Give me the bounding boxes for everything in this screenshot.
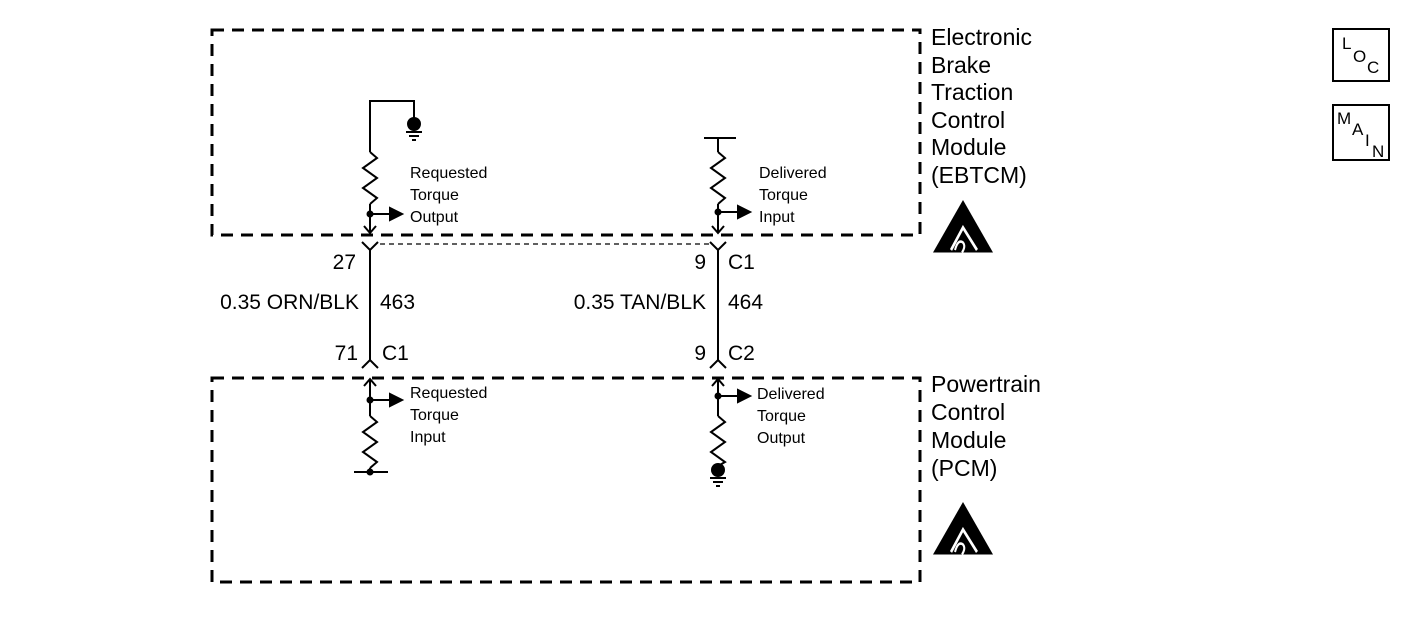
ground-icon [406,117,422,141]
ebtcm-delivered-torque-input-circuit [704,137,753,235]
main-letter-i: I [1365,131,1370,150]
wire-464-color-label: 0.35 TAN/BLK [574,291,706,314]
ground-icon [710,463,726,487]
main-letter-m: M [1337,109,1352,128]
loc-letter-l: L [1342,34,1352,53]
wire-464-bottom-pin: 9 [694,342,706,365]
esd-warning-icon [931,500,995,557]
wire-463-top-pin: 27 [333,251,356,274]
resistor-icon [709,151,727,205]
pcm-delivered-torque-output-circuit [709,377,753,467]
resistor-icon [361,151,379,205]
pcm-requested-torque-input-circuit [354,377,405,473]
ebtcm-module-box [210,28,922,237]
loc-letter-c: C [1367,58,1380,77]
loc-button[interactable]: L O C [1332,28,1390,82]
wire-464-top-connector: C1 [728,251,755,274]
main-button[interactable]: M A I N [1332,104,1390,161]
resistor-icon [709,415,727,467]
ebtcm-requested-torque-output-label: Requested Torque Output [410,165,492,226]
wire-464-top-pin: 9 [694,251,706,274]
pcm-module-box [210,376,922,584]
esd-warning-icon [931,198,995,255]
wire-463-bottom-pin: 71 [335,342,358,365]
pcm-requested-torque-input-label: Requested Torque Input [410,385,492,446]
main-letter-n: N [1372,142,1385,161]
pcm-module-name: Powertrain Control Module (PCM) [931,371,1047,481]
pcm-delivered-torque-output-label: Delivered Torque Output [757,386,829,447]
resistor-icon [361,415,379,469]
wire-464-bottom-connector: C2 [728,342,755,365]
ebtcm-module-name: Electronic Brake Traction Control Module… [931,24,1038,188]
wire-464 [709,241,727,369]
wire-463-color-label: 0.35 ORN/BLK [220,291,359,314]
wire-464-circuit-number: 464 [728,291,763,314]
wire-463-bottom-connector: C1 [382,342,409,365]
loc-letter-o: O [1353,47,1367,66]
wire-463 [361,241,379,369]
wire-463-circuit-number: 463 [380,291,415,314]
ebtcm-requested-torque-output-circuit [361,100,415,235]
main-letter-a: A [1352,120,1364,139]
ebtcm-delivered-torque-input-label: Delivered Torque Input [759,165,831,226]
